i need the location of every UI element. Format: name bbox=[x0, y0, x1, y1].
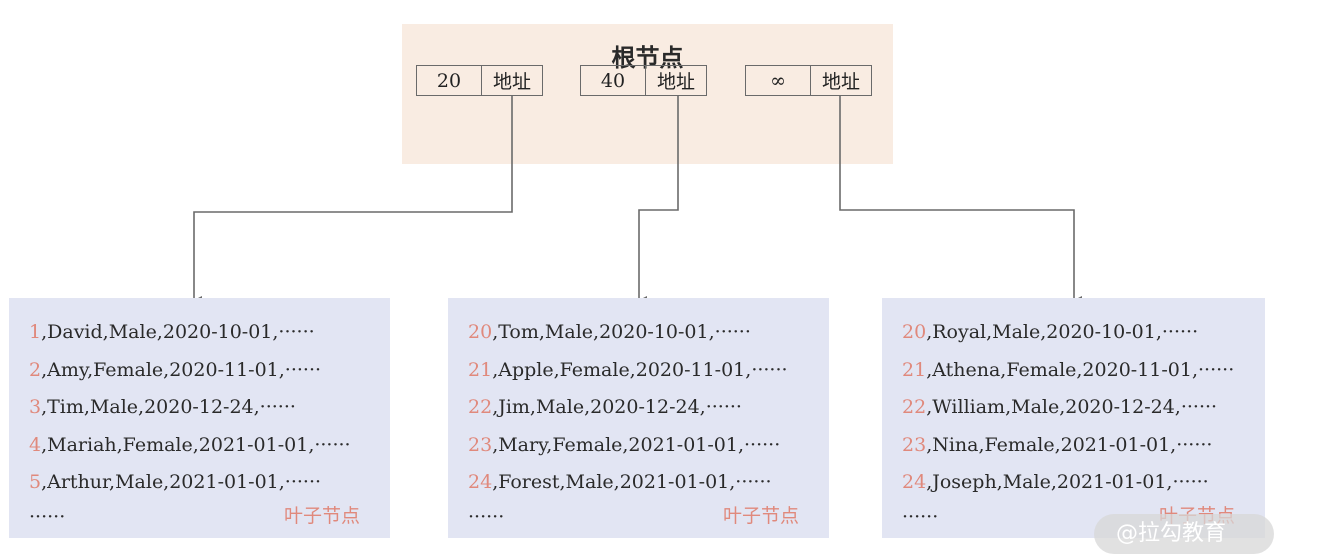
leaf-row: 4,Mariah,Female,2021-01-01,······ bbox=[29, 433, 351, 456]
connector-to-leaf-2 bbox=[638, 96, 679, 304]
leaf-row: 2,Amy,Female,2020-11-01,······ bbox=[29, 358, 322, 381]
root-entry-2: 40 地址 bbox=[580, 65, 707, 96]
watermark: @拉勾教育 bbox=[1094, 514, 1274, 554]
leaf-row: 22,William,Male,2020-12-24,······ bbox=[902, 396, 1218, 418]
leaf-row: 1,David,Male,2020-10-01,······ bbox=[29, 321, 315, 343]
leaf-row: 5,Arthur,Male,2021-01-01,······ bbox=[29, 471, 322, 493]
leaf-row: 21,Athena,Female,2020-11-01,······ bbox=[902, 358, 1235, 381]
root-entry-3: ∞ 地址 bbox=[745, 65, 872, 96]
leaf-node-1: 1,David,Male,2020-10-01,······ 2,Amy,Fem… bbox=[9, 298, 390, 538]
entry-address: 地址 bbox=[656, 71, 695, 93]
leaf-row: 24,Joseph,Male,2021-01-01,······ bbox=[902, 471, 1209, 493]
entry-key: 40 bbox=[581, 66, 646, 95]
root-node-title: 根节点 bbox=[611, 43, 684, 72]
leaf-ellipsis: ······ bbox=[902, 505, 939, 528]
leaf-row: 3,Tim,Male,2020-12-24,······ bbox=[29, 396, 296, 418]
leaf-row: 23,Mary,Female,2021-01-01,······ bbox=[468, 433, 781, 456]
leaf-row: 20,Tom,Male,2020-10-01,······ bbox=[468, 321, 751, 343]
connector-to-leaf-1 bbox=[193, 96, 513, 304]
leaf-row: 23,Nina,Female,2021-01-01,······ bbox=[902, 433, 1213, 456]
leaf-node-label: 叶子节点 bbox=[283, 505, 360, 527]
entry-key: 20 bbox=[417, 66, 482, 95]
leaf-ellipsis: ······ bbox=[468, 505, 505, 528]
leaf-row: 20,Royal,Male,2020-10-01,······ bbox=[902, 321, 1199, 343]
leaf-ellipsis: ······ bbox=[29, 505, 66, 528]
leaf-row: 22,Jim,Male,2020-12-24,······ bbox=[468, 396, 742, 418]
leaf-node-label: 叶子节点 bbox=[722, 505, 799, 527]
entry-address: 地址 bbox=[492, 71, 531, 93]
leaf-row: 24,Forest,Male,2021-01-01,······ bbox=[468, 471, 772, 493]
leaf-node-3: 20,Royal,Male,2020-10-01,······ 21,Athen… bbox=[882, 298, 1265, 538]
leaf-row: 21,Apple,Female,2020-11-01,······ bbox=[468, 358, 788, 381]
connector-to-leaf-3 bbox=[839, 96, 1082, 304]
leaf-node-2: 20,Tom,Male,2020-10-01,······ 21,Apple,F… bbox=[448, 298, 829, 538]
entry-key: ∞ bbox=[746, 66, 811, 95]
entry-address: 地址 bbox=[821, 71, 860, 93]
root-entry-1: 20 地址 bbox=[416, 65, 543, 96]
root-node: 根节点 bbox=[402, 24, 893, 164]
